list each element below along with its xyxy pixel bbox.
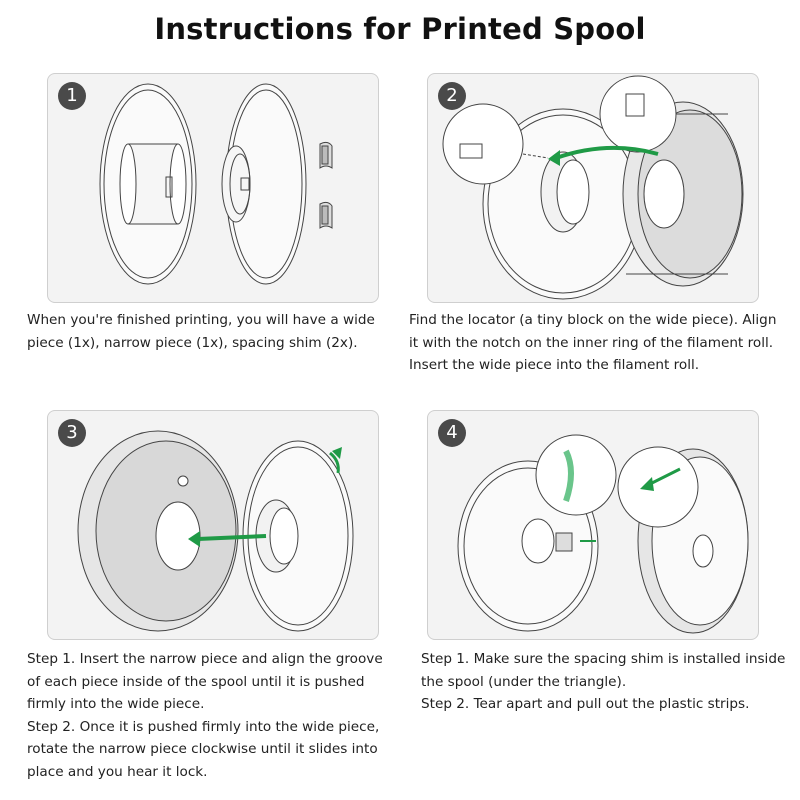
step-number-badge: 3 (58, 419, 86, 447)
step-2-illustration: 2 (427, 73, 759, 303)
step-4-line-1: Step 1. Make sure the spacing shim is in… (421, 651, 786, 690)
step-4-caption: Step 1. Make sure the spacing shim is in… (421, 648, 791, 716)
step-1-text: When you're finished printing, you will … (27, 312, 375, 351)
step-2-caption: Find the locator (a tiny block on the wi… (409, 309, 784, 377)
step-number-badge: 2 (438, 82, 466, 110)
spool-parts-drawing (99, 83, 333, 285)
narrow-piece-insert-drawing (77, 430, 354, 632)
wide-piece-insert-drawing (442, 75, 744, 300)
page-title: Instructions for Printed Spool (154, 12, 646, 46)
step-3-illustration: 3 (47, 410, 379, 640)
step-4-illustration: 4 (427, 410, 759, 640)
step-2-text: Find the locator (a tiny block on the wi… (409, 312, 777, 373)
step-number-badge: 4 (438, 419, 466, 447)
step-1-caption: When you're finished printing, you will … (27, 309, 387, 354)
step-3-caption: Step 1. Insert the narrow piece and alig… (27, 648, 397, 783)
step-number-badge: 1 (58, 82, 86, 110)
step-3-line-1: Step 1. Insert the narrow piece and alig… (27, 651, 383, 712)
final-assembly-drawing (457, 434, 749, 634)
step-1-illustration: 1 (47, 73, 379, 303)
step-3-line-2: Step 2. Once it is pushed firmly into th… (27, 718, 380, 780)
step-4-line-2: Step 2. Tear apart and pull out the plas… (421, 696, 750, 712)
